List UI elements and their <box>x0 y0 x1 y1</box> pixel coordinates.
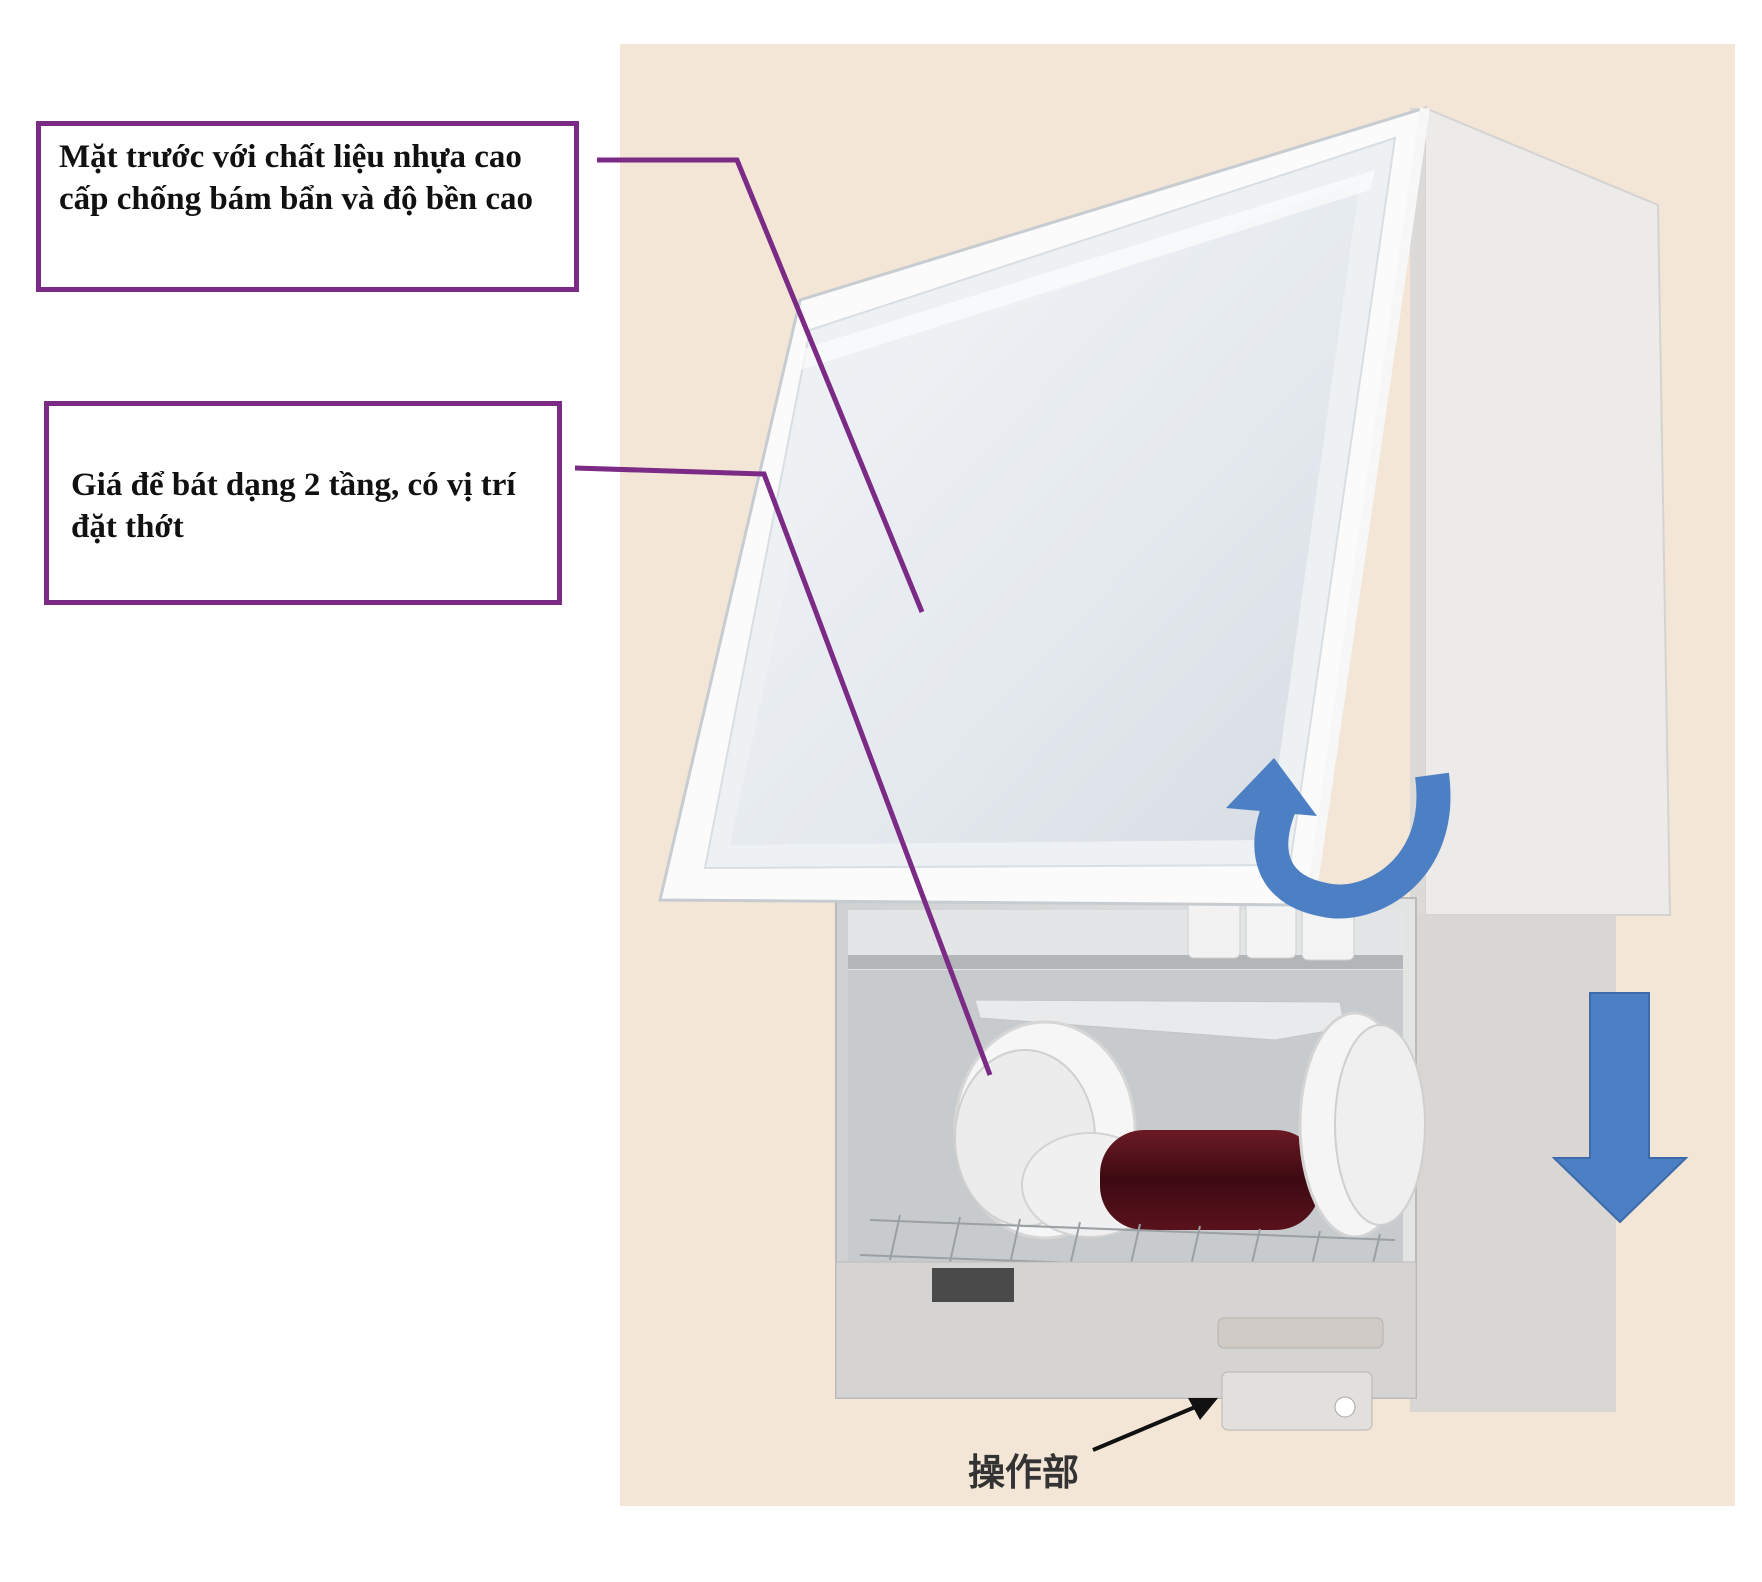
curved-arrow-icon <box>1226 758 1451 919</box>
callout-front-panel-text: Mặt trước với chất liệu nhựa cao cấp chố… <box>59 139 534 217</box>
black-arrow-icon <box>1092 1398 1218 1452</box>
callout-front-panel: Mặt trước với chất liệu nhựa cao cấp chố… <box>36 121 579 292</box>
leader-line-front <box>597 157 925 613</box>
glass-front-door <box>658 105 1430 907</box>
callout-dish-rack: Giá để bát dạng 2 tầng, có vị trí đặt th… <box>44 401 562 605</box>
down-arrow-icon <box>1551 992 1689 1224</box>
callout-dish-rack-text: Giá để bát dạng 2 tầng, có vị trí đặt th… <box>71 467 516 545</box>
cabinet-side-panel <box>1410 106 1672 1412</box>
leader-line-rack <box>574 465 993 1076</box>
operation-unit-label: 操作部 <box>968 1451 1079 1494</box>
control-panel <box>1221 1371 1373 1431</box>
dish-drying-unit <box>835 897 1426 1431</box>
